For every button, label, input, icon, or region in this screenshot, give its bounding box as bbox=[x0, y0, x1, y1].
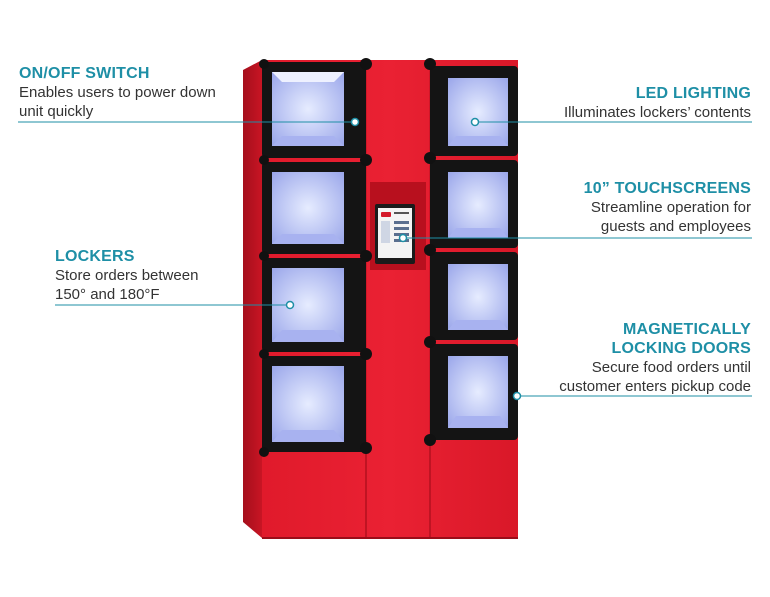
locker-left-3[interactable] bbox=[262, 258, 366, 352]
callout-title: 10” TOUCHSCREENS bbox=[583, 180, 751, 197]
callout-dot-icon bbox=[285, 300, 295, 310]
callout-dot-icon bbox=[512, 391, 522, 401]
callout-description: Illuminates lockers’ contents bbox=[563, 104, 751, 121]
locker-left-2[interactable] bbox=[262, 162, 366, 254]
callout-description: Streamline operation for guests and empl… bbox=[590, 199, 751, 235]
callout-title: ON/OFF SWITCH bbox=[19, 65, 150, 82]
locker-right-3[interactable] bbox=[430, 252, 518, 340]
callout-title: LOCKERS bbox=[55, 248, 135, 265]
callout-dot-icon bbox=[350, 117, 360, 127]
door-hinges bbox=[259, 58, 436, 457]
locker-right-4[interactable] bbox=[430, 344, 518, 440]
callout-on-off-switch: ON/OFF SWITCH Enables users to power dow… bbox=[19, 64, 216, 121]
callout-lockers: LOCKERS Store orders between 150° and 18… bbox=[55, 247, 198, 304]
callout-dot-icon bbox=[470, 117, 480, 127]
callout-dot-icon bbox=[398, 233, 408, 243]
callout-magnetic-doors: MAGNETICALLY LOCKING DOORS Secure food o… bbox=[559, 320, 751, 396]
callout-title: MAGNETICALLY LOCKING DOORS bbox=[611, 321, 751, 357]
leader-lines bbox=[18, 121, 752, 397]
locker-right-1[interactable] bbox=[430, 66, 518, 156]
callout-description: Store orders between 150° and 180°F bbox=[55, 267, 199, 303]
locker-left-1[interactable] bbox=[262, 62, 366, 158]
cabinet-side bbox=[243, 60, 262, 538]
callout-description: Secure food orders until customer enters… bbox=[559, 359, 751, 395]
locker-left-4[interactable] bbox=[262, 356, 366, 452]
callout-title: LED LIGHTING bbox=[635, 85, 751, 102]
callout-description: Enables users to power down unit quickly bbox=[19, 84, 216, 120]
callout-led-lighting: LED LIGHTING Illuminates lockers’ conten… bbox=[564, 84, 751, 122]
locker-right-2[interactable] bbox=[430, 160, 518, 248]
callout-touchscreens: 10” TOUCHSCREENS Streamline operation fo… bbox=[584, 179, 751, 236]
